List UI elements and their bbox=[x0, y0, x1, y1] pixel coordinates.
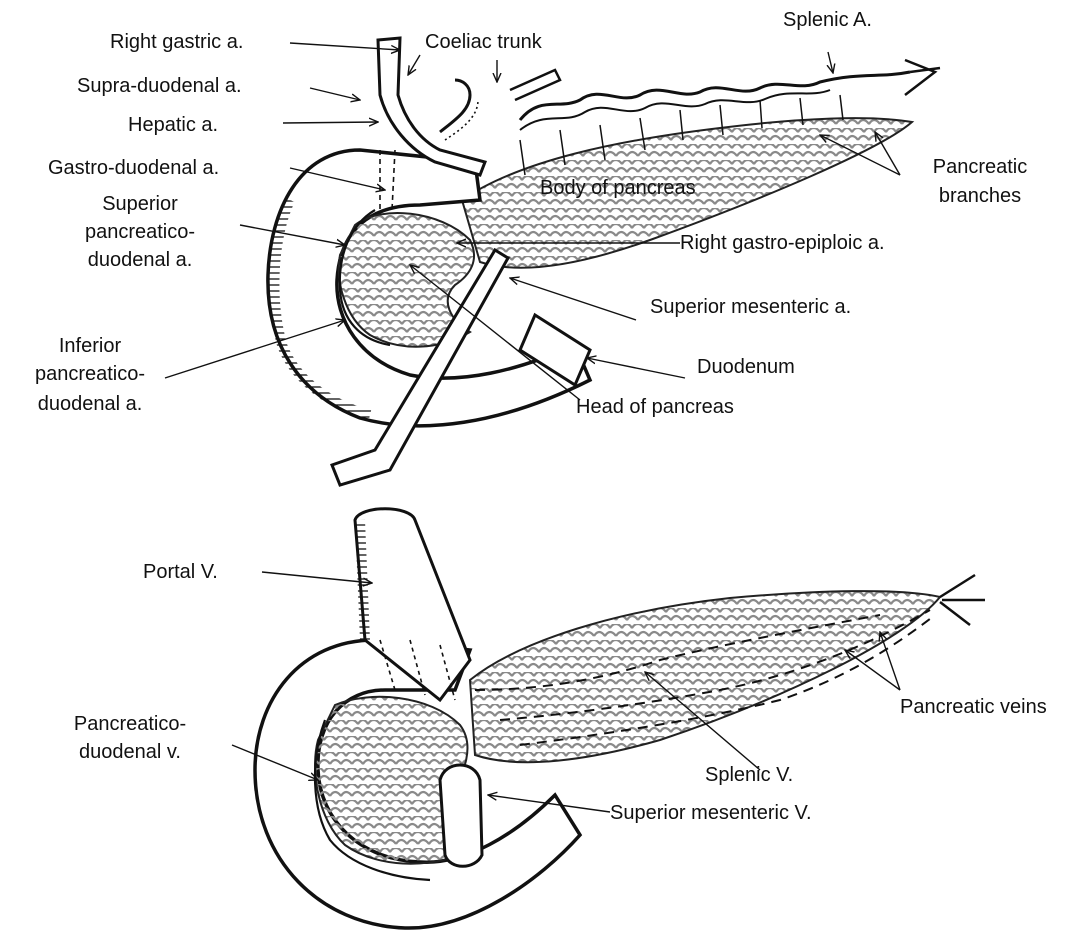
label-pancreatic-branches-2: branches bbox=[905, 184, 1055, 208]
label-superior-mesenteric-a: Superior mesenteric a. bbox=[650, 295, 851, 319]
label-inferior-pd-3: duodenal a. bbox=[10, 392, 170, 416]
label-head-of-pancreas: Head of pancreas bbox=[576, 395, 734, 419]
label-splenic-artery: Splenic A. bbox=[783, 8, 872, 32]
label-superior-pd-3: duodenal a. bbox=[55, 248, 225, 272]
label-pd-vein-1: Pancreatico- bbox=[30, 712, 230, 736]
label-pd-vein-2: duodenal v. bbox=[30, 740, 230, 764]
label-inferior-pd-2: pancreatico- bbox=[10, 362, 170, 386]
pancreas-body-bottom bbox=[470, 591, 940, 762]
venous-figure bbox=[255, 509, 985, 928]
label-body-of-pancreas: Body of pancreas bbox=[540, 176, 696, 200]
splenic-artery bbox=[520, 72, 910, 120]
label-splenic-vein: Splenic V. bbox=[705, 763, 793, 787]
superior-mesenteric-vein bbox=[440, 765, 482, 866]
label-right-gastro-epiploic: Right gastro-epiploic a. bbox=[680, 231, 885, 255]
label-portal-vein: Portal V. bbox=[143, 560, 218, 584]
label-gastro-duodenal: Gastro-duodenal a. bbox=[48, 156, 219, 180]
label-coeliac-trunk: Coeliac trunk bbox=[425, 30, 542, 54]
label-duodenum: Duodenum bbox=[697, 355, 795, 379]
label-pancreatic-branches-1: Pancreatic bbox=[905, 155, 1055, 179]
label-superior-mesenteric-v: Superior mesenteric V. bbox=[610, 801, 812, 825]
label-hepatic: Hepatic a. bbox=[128, 113, 218, 137]
label-supra-duodenal: Supra-duodenal a. bbox=[77, 74, 242, 98]
label-right-gastric: Right gastric a. bbox=[110, 30, 243, 54]
label-superior-pd-1: Superior bbox=[55, 192, 225, 216]
label-inferior-pd-1: Inferior bbox=[10, 334, 170, 358]
label-superior-pd-2: pancreatico- bbox=[55, 220, 225, 244]
label-pancreatic-veins: Pancreatic veins bbox=[900, 695, 1047, 719]
